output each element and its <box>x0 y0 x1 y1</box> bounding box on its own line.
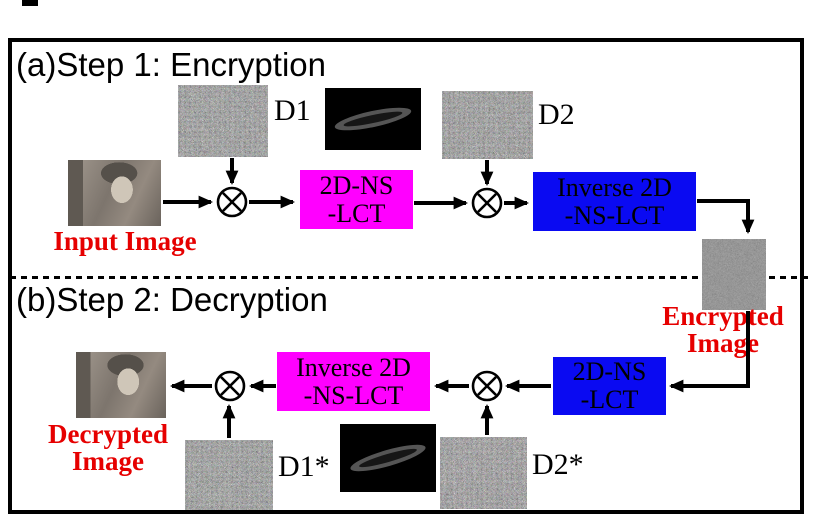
decrypted-image-thumbnail <box>76 352 166 418</box>
section-divider-dashed-line <box>10 276 810 279</box>
decrypted-image-label: Decrypted Image <box>18 421 198 475</box>
decrypt-inverse-lct-box: Inverse 2D -NS-LCT <box>277 352 430 411</box>
encrypted-image-thumbnail <box>702 239 766 310</box>
decrypted-image-label-line2: Image <box>72 446 144 476</box>
decrypt-inverse-lct-box-line1: Inverse 2D <box>296 352 411 382</box>
d1star-label: D1* <box>278 450 330 483</box>
encrypted-image-label-line2: Image <box>687 328 759 358</box>
decryption-section-title: (b)Step 2: Decryption <box>16 281 328 318</box>
encrypted-image-label-line1: Encrypted <box>662 301 784 331</box>
phase-spectrum-image-1 <box>325 88 421 150</box>
spectrum-sliver-core <box>342 108 404 130</box>
d2star-label: D2* <box>532 448 584 481</box>
d2-label: D2 <box>538 98 575 131</box>
spectrum-sliver <box>333 103 413 135</box>
decrypt-inverse-lct-box-line2: -NS-LCT <box>303 380 404 410</box>
decrypted-image-label-line1: Decrypted <box>48 419 168 449</box>
decrypt-lct-box: 2D-NS -LCT <box>553 357 666 415</box>
noise-mask-d2-image <box>442 91 533 159</box>
spectrum-sliver <box>348 439 428 477</box>
encrypted-image-label: Encrypted Image <box>638 303 808 357</box>
encrypt-lct-box-line1: 2D-NS <box>319 170 394 200</box>
encrypt-lct-box: 2D-NS -LCT <box>300 170 413 229</box>
encrypt-inverse-lct-box-line2: -NS-LCT <box>564 200 665 230</box>
phase-spectrum-image-2 <box>340 424 436 492</box>
dark-noise-texture <box>702 239 766 310</box>
noise-mask-d1-image <box>178 85 268 157</box>
noise-texture <box>178 85 268 157</box>
noise-texture <box>185 440 273 510</box>
spectrum-sliver-core <box>358 445 418 471</box>
input-image-label: Input Image <box>53 226 197 256</box>
encryption-section-title: (a)Step 1: Encryption <box>16 46 326 83</box>
crop-artifact <box>22 0 38 6</box>
noise-texture <box>442 91 533 159</box>
decrypt-lct-box-line1: 2D-NS <box>572 357 647 386</box>
encrypt-inverse-lct-box: Inverse 2D -NS-LCT <box>533 172 696 231</box>
encrypt-inverse-lct-box-line1: Inverse 2D <box>557 172 672 202</box>
encrypt-lct-box-line2: -LCT <box>327 198 386 228</box>
noise-mask-d2star-image <box>440 437 527 509</box>
d1-label: D1 <box>274 94 311 127</box>
noise-texture <box>440 437 527 509</box>
input-image-thumbnail <box>68 160 161 226</box>
decrypt-lct-box-line2: -LCT <box>580 385 639 414</box>
noise-mask-d1star-image <box>185 440 273 510</box>
